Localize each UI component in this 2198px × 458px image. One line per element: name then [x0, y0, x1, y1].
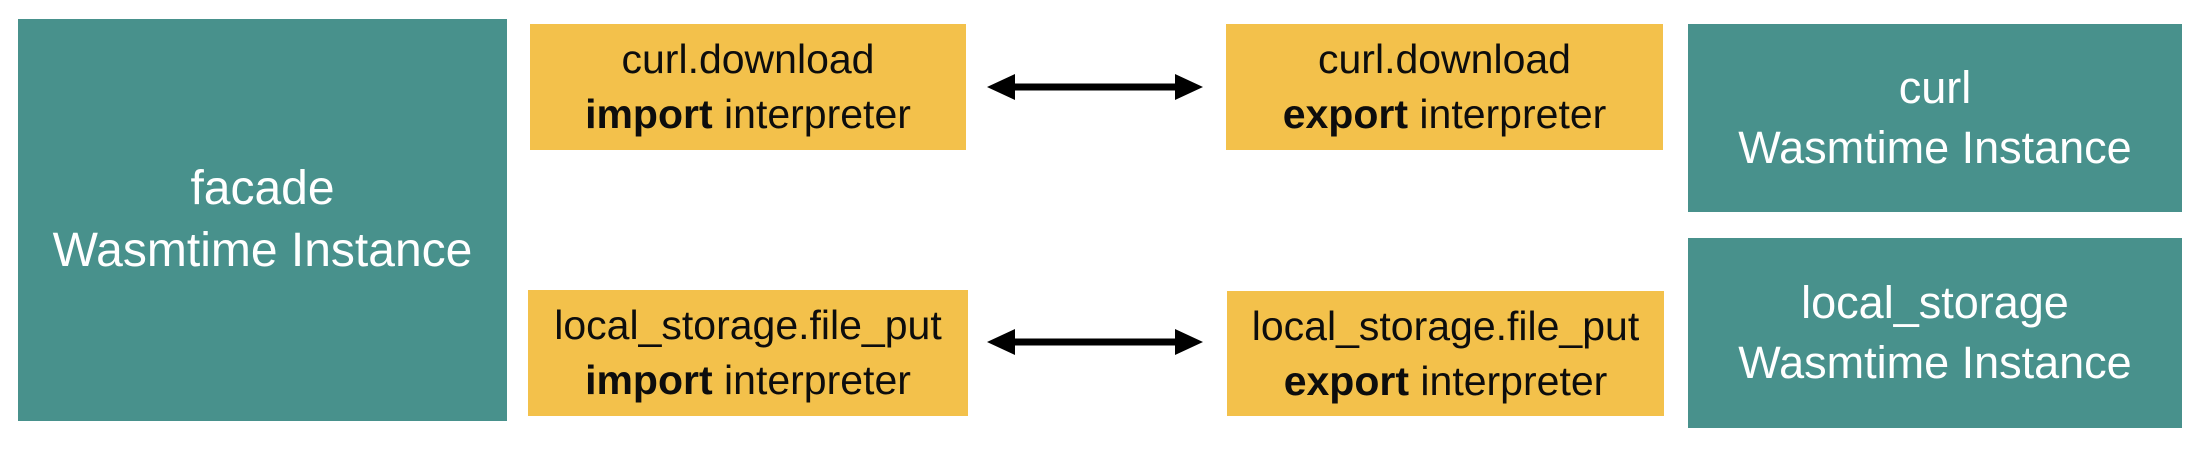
interpreter-word: interpreter: [724, 91, 911, 137]
function-name: curl.download: [1318, 36, 1571, 82]
local-storage-file-put-export-interpreter-box: local_storage.file_put export interprete…: [1227, 291, 1664, 416]
interpreter-role-label: export interpreter: [1283, 87, 1607, 142]
interpreter-word: interpreter: [1419, 91, 1607, 137]
instance-type: Wasmtime Instance: [1738, 122, 2132, 173]
local-storage-file-put-import-interpreter-box: local_storage.file_put import interprete…: [528, 290, 968, 416]
instance-name: facade: [190, 162, 335, 215]
export-keyword: export: [1283, 357, 1410, 404]
facade-instance-box: facade Wasmtime Instance: [18, 19, 507, 421]
interpreter-word: interpreter: [1420, 357, 1608, 404]
function-name: local_storage.file_put: [1251, 302, 1640, 349]
function-name: local_storage.file_put: [554, 302, 942, 348]
instance-type: Wasmtime Instance: [52, 224, 473, 277]
instance-name: curl: [1898, 62, 1972, 113]
curl-download-import-interpreter-box: curl.download import interpreter: [530, 24, 966, 150]
import-keyword: import: [585, 91, 713, 137]
interpreter-role-label: export interpreter: [1284, 354, 1608, 409]
interpreter-role-label: import interpreter: [585, 353, 911, 408]
instance-type: Wasmtime Instance: [1738, 337, 2132, 388]
import-keyword: import: [585, 357, 713, 403]
bidirectional-arrow-icon: [987, 74, 1203, 100]
bidirectional-arrow-icon: [987, 329, 1203, 355]
local-storage-instance-box: local_storage Wasmtime Instance: [1688, 238, 2182, 428]
instance-name: local_storage: [1801, 277, 2069, 328]
curl-instance-box: curl Wasmtime Instance: [1688, 24, 2182, 212]
interpreter-role-label: import interpreter: [585, 87, 911, 142]
curl-download-export-interpreter-box: curl.download export interpreter: [1226, 24, 1663, 150]
function-name: curl.download: [621, 36, 875, 82]
export-keyword: export: [1282, 91, 1409, 137]
interpreter-word: interpreter: [724, 357, 911, 403]
